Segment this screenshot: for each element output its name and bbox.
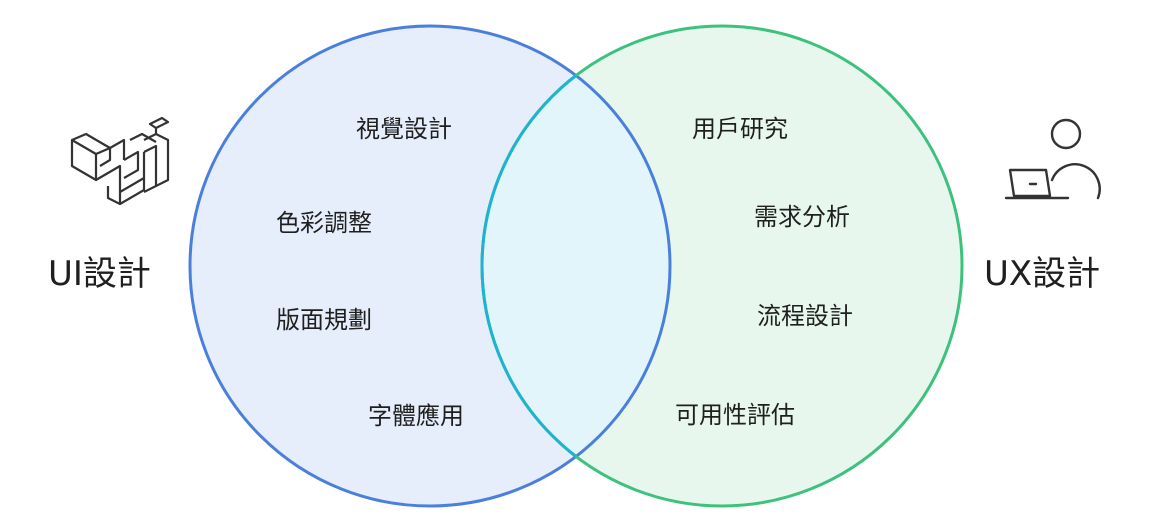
- ux-item-user-research: 用戶研究: [692, 115, 788, 143]
- ui-item-visual-design: 視覺設計: [356, 115, 452, 143]
- overlap-region: [482, 26, 670, 506]
- ux-item-requirement-analysis: 需求分析: [754, 203, 850, 231]
- ui-item-typography: 字體應用: [368, 402, 464, 430]
- ux-item-flow-design: 流程設計: [757, 302, 853, 330]
- ui-item-layout-planning: 版面規劃: [276, 306, 372, 334]
- overlap-outline: [480, 26, 670, 506]
- ui-circle-outline: [188, 24, 672, 508]
- ux-item-usability-evaluation: 可用性評估: [675, 401, 795, 429]
- user-at-laptop-icon: [1004, 118, 1101, 200]
- ui-item-color-adjustment: 色彩調整: [276, 209, 372, 237]
- ux-design-title: UX設計: [984, 254, 1101, 294]
- material-design-logo-icon: [70, 116, 170, 206]
- ui-design-title: UI設計: [48, 254, 151, 294]
